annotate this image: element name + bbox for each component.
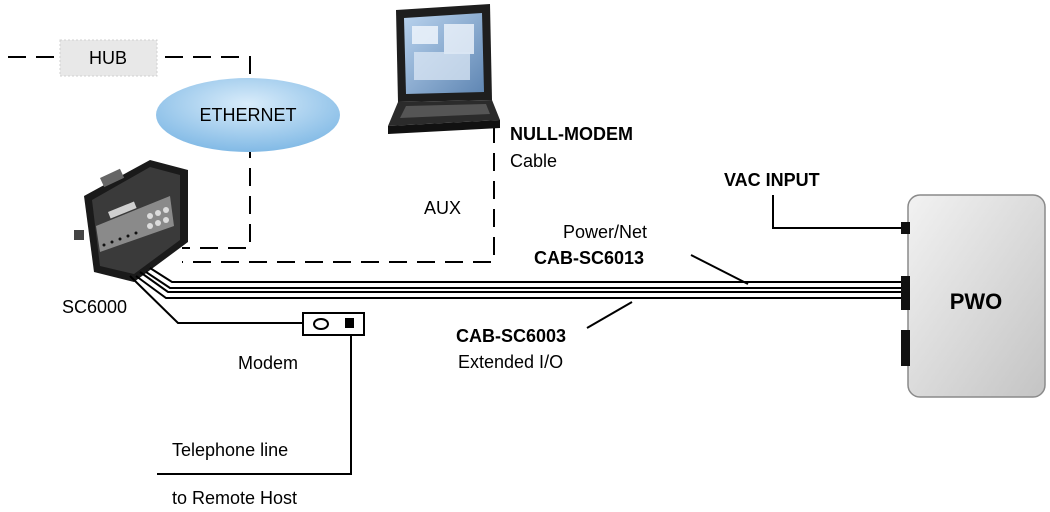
extended-io-cable-b (135, 275, 905, 299)
hub-node: HUB (59, 39, 158, 77)
hub-to-controller-link (165, 56, 251, 249)
vac-input-label: VAC INPUT (724, 170, 820, 190)
remote-host-label: to Remote Host (172, 488, 297, 508)
vac-input-line (772, 195, 904, 229)
solid-cables (129, 195, 905, 475)
cable-label: Cable (510, 151, 557, 171)
pwo-node: PWO (901, 194, 1046, 398)
hub-box (59, 39, 158, 77)
cab-sc6003-label: CAB-SC6003 (456, 326, 566, 346)
null-modem-label: NULL-MODEM (510, 124, 633, 144)
telephone-line-label: Telephone line (172, 440, 288, 460)
power-net-label: Power/Net (563, 222, 647, 242)
modem-icon (302, 312, 365, 336)
pwo-io-port (901, 276, 910, 310)
telephone-line (157, 330, 352, 475)
sc6000-label: SC6000 (62, 297, 127, 317)
modem-cable (129, 275, 303, 324)
cab-sc6013-pointer (690, 254, 749, 285)
power-net-cable-a (149, 267, 905, 283)
pwo-vac-port (901, 222, 910, 234)
modem-box (302, 312, 365, 336)
ethernet-label: ETHERNET (199, 105, 296, 125)
pwo-label: PWO (950, 289, 1003, 314)
aux-link (182, 125, 495, 263)
cab-sc6003-pointer (586, 301, 633, 329)
hub-label: HUB (89, 48, 127, 68)
laptop-icon (388, 4, 500, 134)
power-net-cable-b (145, 271, 905, 289)
sc6000-controller-icon (74, 160, 188, 282)
extended-io-label: Extended I/O (458, 352, 563, 372)
cab-sc6013-label: CAB-SC6013 (534, 248, 644, 268)
aux-label: AUX (424, 198, 461, 218)
ethernet-node: ETHERNET (156, 78, 340, 152)
pwo-lower-port (901, 330, 910, 366)
ethernet-dashed-links (8, 56, 495, 263)
ethernet-cloud (156, 78, 340, 152)
modem-label: Modem (238, 353, 298, 373)
extended-io-cable-a (139, 271, 905, 293)
